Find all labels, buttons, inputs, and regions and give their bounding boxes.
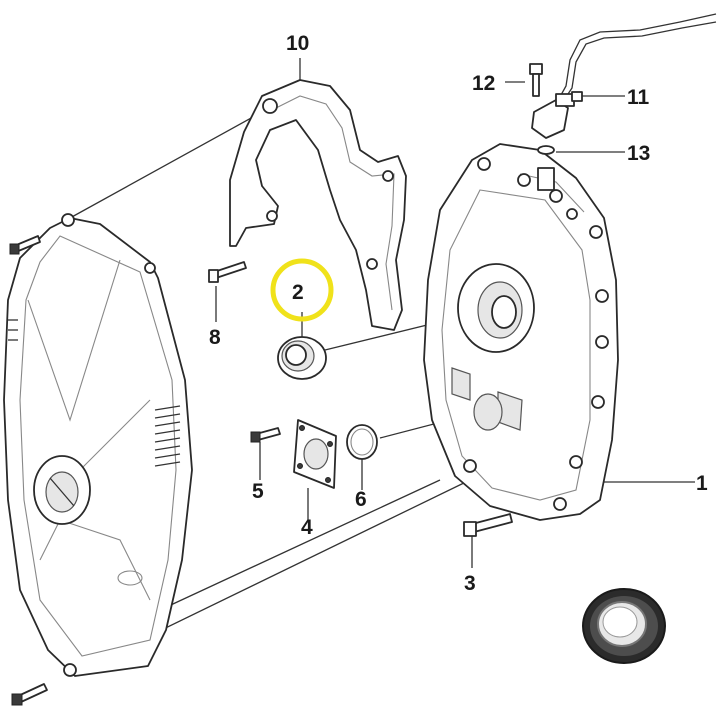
callout-10: 10 [286,32,309,55]
bolt-part-8 [208,261,247,283]
callout-2: 2 [292,281,304,304]
bolt-lower-left [11,683,48,706]
o-ring [346,424,378,460]
callout-1: 1 [696,472,708,495]
bolt-part-5 [250,427,281,443]
seal-photo-inset [582,588,666,664]
callout-6: 6 [355,488,367,511]
bolt-part-12 [529,63,543,97]
flange-plate [293,419,337,489]
outer-engine-cover [3,213,193,677]
cooling-fins [8,319,181,467]
callout-13: 13 [627,142,650,165]
timing-guide-shield [229,79,407,331]
callout-11: 11 [627,86,650,109]
callout-8: 8 [209,326,221,349]
highlight-ring [270,258,334,322]
sensor-with-cable [531,13,717,155]
callout-12: 12 [472,72,495,95]
callout-4: 4 [301,516,313,539]
callout-5: 5 [252,480,264,503]
inner-timing-cover [423,143,619,521]
callout-3: 3 [464,572,476,595]
bolt-part-3 [463,513,513,537]
bolt-upper-left [9,235,41,255]
shaft-seal [277,336,327,380]
